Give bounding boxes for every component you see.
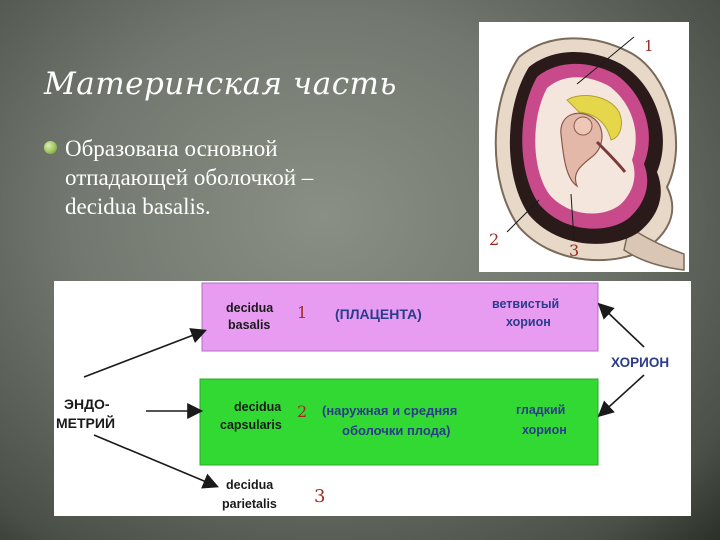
yolk-sac xyxy=(566,95,622,141)
capsularis-latin-line2: capsularis xyxy=(220,418,282,432)
parietalis-number: 3 xyxy=(314,486,325,507)
basalis-latin-line2: basalis xyxy=(228,318,270,332)
figure-label-3: 3 xyxy=(569,241,579,260)
arrow-chorion-to-branched xyxy=(597,302,645,348)
capsularis-right-line2: хорион xyxy=(522,423,567,437)
capsularis-center-line1: (наружная и средняя xyxy=(322,403,457,418)
basalis-number: 1 xyxy=(297,303,307,322)
capsularis-number: 2 xyxy=(297,402,307,421)
leader-line-2 xyxy=(506,199,540,233)
leader-line-1 xyxy=(576,36,635,85)
endometrium-label-line1: ЭНДО- xyxy=(64,396,110,412)
bullet-item: Образована основной отпадающей оболочкой… xyxy=(44,134,444,221)
capsularis-latin-line1: decidua xyxy=(234,400,282,414)
embryo-head xyxy=(573,116,593,136)
capsularis-right-line1: гладкий xyxy=(516,403,565,417)
bullet-text: Образована основной отпадающей оболочкой… xyxy=(65,134,313,221)
bullet-dot-icon xyxy=(44,141,57,154)
bullet-line: Образована основной xyxy=(65,136,278,161)
decidua-schema-drawing: ЭНДО- МЕТРИЙ decidua basalis 1 (ПЛАЦЕНТА… xyxy=(56,282,669,511)
arrow-to-parietalis xyxy=(93,434,219,489)
figure-label-2: 2 xyxy=(489,230,499,249)
capsularis-center-line2: оболочки плода) xyxy=(342,423,450,438)
decidua-basalis-box xyxy=(201,282,599,352)
parietalis-latin-line1: decidua xyxy=(226,478,274,492)
chorion-label: ХОРИОН xyxy=(611,355,669,370)
leader-line-3 xyxy=(570,193,575,241)
basalis-latin-line1: decidua xyxy=(226,301,274,315)
uterus-figure-drawing: 1 2 3 xyxy=(489,36,685,271)
arrow-to-basalis xyxy=(83,328,207,378)
bullet-line: decidua basalis. xyxy=(65,194,211,219)
arrow-chorion-to-smooth xyxy=(597,374,645,418)
basalis-right-line1: ветвистый xyxy=(492,297,559,311)
embryo-shape xyxy=(560,112,603,188)
basalis-right-line2: хорион xyxy=(506,315,551,329)
slide-title: Материнская часть xyxy=(44,66,397,102)
uterus-figure: 1 2 3 xyxy=(479,22,689,272)
decidua-schema: ЭНДО- МЕТРИЙ decidua basalis 1 (ПЛАЦЕНТА… xyxy=(54,281,691,516)
umbilical-stalk xyxy=(595,140,627,173)
parietalis-latin-line2: parietalis xyxy=(222,497,277,511)
figure-label-1: 1 xyxy=(644,37,654,55)
endometrium-label-line2: МЕТРИЙ xyxy=(56,414,115,431)
cervix-shape xyxy=(623,225,685,271)
decidua-capsularis-box xyxy=(199,378,599,466)
basalis-center-text: (ПЛАЦЕНТА) xyxy=(335,306,422,322)
bullet-line: отпадающей оболочкой – xyxy=(65,165,314,190)
